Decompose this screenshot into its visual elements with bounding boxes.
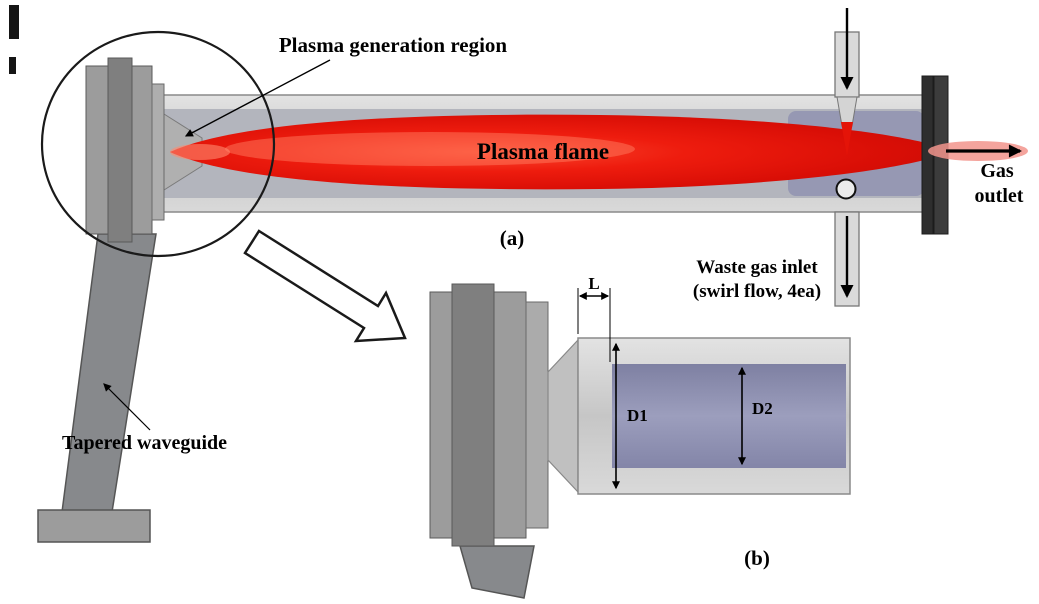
detail-chamfer [547, 338, 579, 494]
waste-gas-inlet-assembly [834, 8, 860, 307]
panel-a-label: (a) [500, 226, 525, 250]
inlet-red-jet [841, 122, 853, 156]
zoom-detail-arrow [243, 229, 407, 343]
detail-inner-bore [612, 364, 846, 468]
panel-b-label: (b) [744, 546, 770, 570]
dim-L-label: L [588, 274, 599, 293]
detail-flange-plate [493, 291, 527, 539]
gas-outlet-label-line1: Gas [980, 160, 1014, 182]
plasma-generation-region-label: Plasma generation region [279, 33, 508, 57]
flange-plate [151, 83, 165, 221]
detail-waveguide-extension [459, 545, 535, 599]
tapered-waveguide-leader-arrow [103, 383, 151, 431]
waste-gas-inlet-label-line2: (swirl flow, 4ea) [693, 281, 821, 302]
inlet-port-circle [835, 178, 857, 200]
generation-region-circle [40, 30, 276, 258]
plasma-flame-label: Plasma flame [477, 139, 609, 164]
waveguide-base [37, 509, 151, 543]
flange-plate [131, 65, 153, 235]
gas-outlet-label-line2: outlet [975, 185, 1024, 207]
edge-artifact-top [9, 5, 19, 39]
flame-origin-glow [170, 144, 230, 160]
tapered-waveguide [37, 233, 157, 543]
flange-plate [85, 65, 109, 235]
plasma-flame [170, 114, 952, 190]
flame-core [225, 132, 635, 166]
detail-flange-plate [451, 283, 495, 547]
detail-flange-plate [429, 291, 453, 539]
end-cap-plate [921, 75, 934, 235]
generation-region-leader-arrow [184, 59, 331, 137]
detail-flange-plate [525, 301, 549, 529]
waste-gas-inlet-label-line1: Waste gas inlet [696, 257, 818, 278]
flange-plate [107, 57, 133, 243]
waveguide-column [61, 233, 157, 513]
tapered-waveguide-label: Tapered waveguide [62, 432, 227, 454]
waveguide-flange [85, 57, 165, 243]
dim-D1-label: D1 [627, 406, 648, 425]
edge-artifact-lower [9, 57, 16, 74]
dim-D2-label: D2 [752, 399, 773, 418]
detail-view-b [429, 283, 851, 599]
